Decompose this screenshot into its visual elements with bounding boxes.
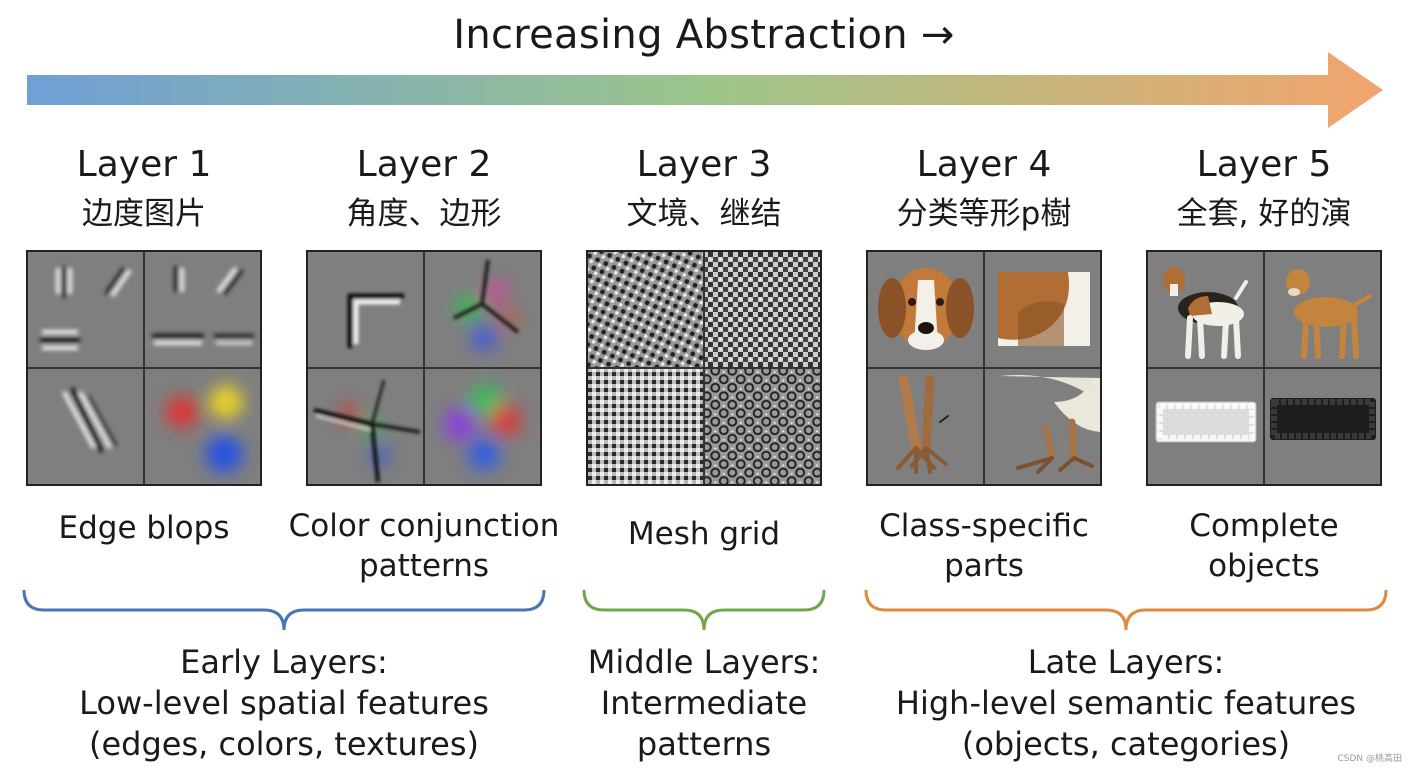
caption-line: Complete: [1189, 508, 1339, 544]
layer-subtitle: 分类等形p樹: [896, 196, 1072, 232]
tan-dog-image: [1286, 269, 1372, 359]
layer-2-feature-grid: [306, 250, 542, 486]
layer-3-caption: Mesh grid: [554, 514, 854, 554]
layer-1-caption: Edge blops: [0, 508, 294, 548]
caption-line: patterns: [358, 548, 490, 584]
caption-line: Edge blops: [58, 510, 230, 546]
watermark: CSDN @桃高田: [1337, 754, 1402, 764]
group-label-line: High-level semantic features: [895, 684, 1357, 722]
layer-subtitle: 全套, 好的演: [1176, 196, 1352, 232]
white-keyboard-image: [1155, 401, 1257, 443]
group-label-line: Low-level spatial features: [79, 684, 489, 722]
layer-title: Layer 3: [636, 144, 772, 185]
layer-3-header: Layer 3 文境、继结: [564, 140, 844, 236]
beagle-image: [1163, 267, 1248, 359]
bird-legs-image: [896, 375, 949, 474]
layer-title: Layer 2: [356, 144, 492, 185]
layer-title: Layer 5: [1196, 144, 1332, 185]
group-label-line: Middle Layers:: [587, 643, 821, 681]
caption-line: objects: [1208, 548, 1320, 584]
layer-title: Layer 1: [76, 144, 212, 185]
caption-line: parts: [944, 548, 1024, 584]
caption-line: Class-specific: [879, 508, 1089, 544]
layer-4-caption: Class-specific parts: [834, 506, 1134, 586]
layer-5-feature-grid: [1146, 250, 1382, 486]
dog-ear-image: [998, 272, 1090, 346]
group-label-line: Late Layers:: [1027, 643, 1225, 681]
layer-2-caption: Color conjunction patterns: [274, 506, 574, 586]
middle-layers-label: Middle Layers: Intermediate patterns: [564, 642, 844, 765]
group-label-line: (edges, colors, textures): [88, 725, 480, 763]
layer-5-header: Layer 5 全套, 好的演: [1124, 140, 1404, 236]
early-layers-label: Early Layers: Low-level spatial features…: [24, 642, 544, 765]
layer-4-header: Layer 4 分类等形p樹: [844, 140, 1124, 236]
layer-1-feature-grid: [26, 250, 262, 486]
group-label-line: Early Layers:: [180, 643, 388, 681]
group-label-line: patterns: [636, 725, 772, 763]
layer-5-caption: Complete objects: [1114, 506, 1408, 586]
layer-3-feature-grid: [586, 250, 822, 486]
late-layers-brace: [864, 589, 1388, 631]
layer-subtitle: 边度图片: [82, 196, 206, 232]
dog-face-image: [878, 268, 974, 350]
page-title: Increasing Abstraction →: [453, 12, 955, 58]
early-layers-brace: [22, 589, 546, 631]
caption-line: Mesh grid: [627, 516, 781, 552]
layer-4-feature-grid: [866, 250, 1102, 486]
caption-line: Color conjunction: [288, 508, 560, 544]
abstraction-arrow: [27, 52, 1383, 128]
group-label-line: (objects, categories): [961, 725, 1291, 763]
late-layers-label: Late Layers: High-level semantic feature…: [866, 642, 1386, 765]
layer-1-header: Layer 1 边度图片: [4, 140, 284, 236]
layer-2-header: Layer 2 角度、边形: [284, 140, 564, 236]
layer-title: Layer 4: [916, 144, 1052, 185]
middle-layers-brace: [582, 589, 826, 631]
bird-body-image: [1000, 375, 1100, 474]
layer-subtitle: 角度、边形: [346, 196, 502, 232]
black-keyboard-image: [1270, 398, 1376, 440]
group-label-line: Intermediate: [600, 684, 808, 722]
layer-subtitle: 文境、继结: [626, 196, 782, 232]
